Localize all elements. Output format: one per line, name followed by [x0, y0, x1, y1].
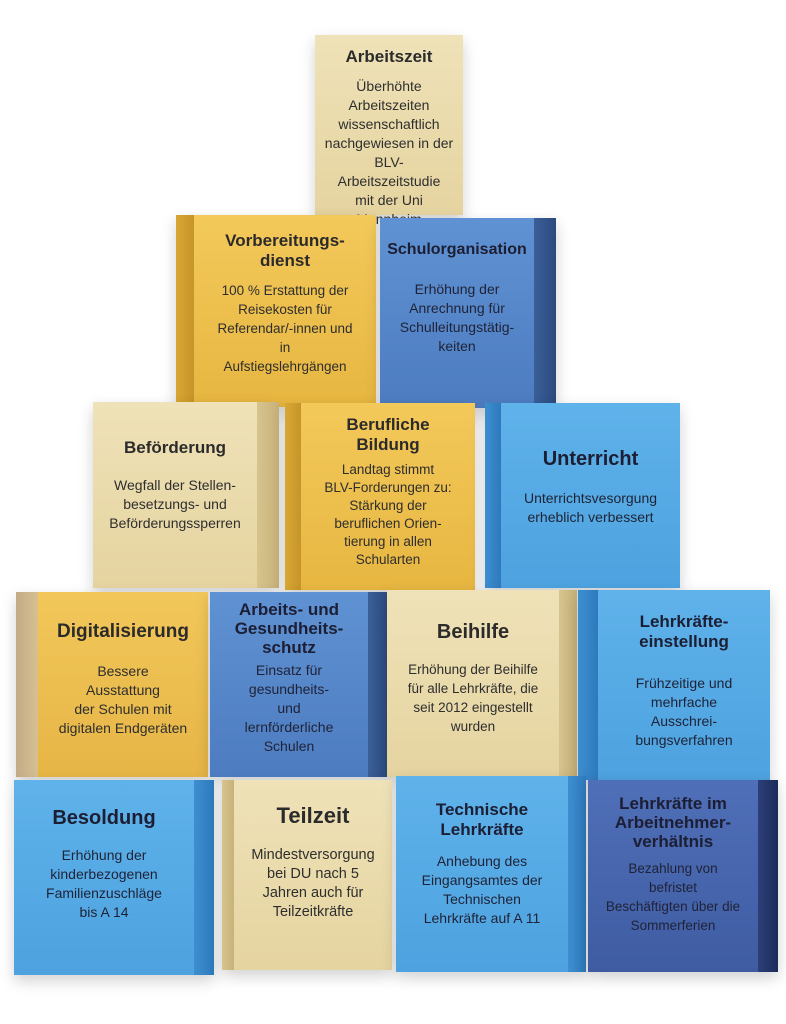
- block-arbeitsschutz: Arbeits- und Gesundheits- schutz Einsatz…: [210, 592, 390, 777]
- block-berufliche-bildung: Berufliche Bildung Landtag stimmt BLV-Fo…: [285, 403, 475, 590]
- block-title: Arbeitszeit: [345, 47, 433, 66]
- block-text: Erhöhung der kinderbezogenen Familienzus…: [46, 847, 162, 920]
- block-face: Berufliche Bildung Landtag stimmt BLV-Fo…: [301, 403, 475, 590]
- block-face: Unterricht Unterrichtsvesorgung erheblic…: [501, 403, 680, 588]
- block-face: Beförderung Wegfall der Stellen- besetzu…: [93, 402, 257, 588]
- block-side: [758, 780, 778, 972]
- block-title: Berufliche Bildung: [346, 415, 430, 454]
- block-face: Technische Lehrkräfte Anhebung des Einga…: [396, 776, 568, 972]
- block-face: Teilzeit Mindestversorgung bei DU nach 5…: [234, 780, 392, 970]
- block-lehrkraefteeinstellung: Lehrkräfte- einstellung Frühzeitige und …: [578, 590, 770, 780]
- block-title: Schulorganisation: [387, 241, 527, 258]
- block-digitalisierung: Digitalisierung Bessere Ausstattung der …: [16, 592, 208, 777]
- block-lehrkraefte-arbeitnehmer: Lehrkräfte im Arbeitnehmer- verhältnis B…: [588, 780, 778, 972]
- block-arbeitszeit: Arbeitszeit Überhöhte Arbeitszeiten wiss…: [315, 35, 463, 227]
- block-side: [534, 218, 556, 408]
- block-side: [559, 590, 577, 777]
- block-face: Lehrkräfte- einstellung Frühzeitige und …: [598, 590, 770, 780]
- block-face: Beihilfe Erhöhung der Beihilfe für alle …: [387, 590, 559, 777]
- block-title: Lehrkräfte- einstellung: [639, 612, 729, 651]
- block-text: Wegfall der Stellen- besetzungs- und Bef…: [109, 477, 241, 531]
- block-face: Digitalisierung Bessere Ausstattung der …: [38, 592, 208, 777]
- block-side: [257, 402, 279, 588]
- block-side: [222, 780, 234, 970]
- block-text: Anhebung des Eingangsamtes der Technisch…: [421, 853, 543, 926]
- block-unterricht: Unterricht Unterrichtsvesorgung erheblic…: [485, 403, 680, 588]
- block-face: Schulorganisation Erhöhung der Anrechnun…: [380, 218, 534, 408]
- block-technische-lehrkraefte: Technische Lehrkräfte Anhebung des Einga…: [396, 776, 586, 972]
- block-side: [568, 776, 586, 972]
- block-side: [176, 215, 194, 407]
- block-vorbereitungsdienst: Vorbereitungs- dienst 100 % Erstattung d…: [176, 215, 376, 407]
- block-text: Frühzeitige und mehrfache Ausschrei- bun…: [635, 675, 733, 748]
- block-title: Beförderung: [124, 438, 226, 457]
- block-side: [485, 403, 501, 588]
- block-title: Technische Lehrkräfte: [435, 800, 529, 839]
- block-text: Erhöhung der Beihilfe für alle Lehrkräft…: [407, 662, 539, 734]
- block-title: Arbeits- und Gesundheits- schutz: [234, 600, 344, 657]
- block-title: Teilzeit: [276, 803, 350, 828]
- block-side: [368, 592, 390, 777]
- block-side: [194, 780, 214, 975]
- block-side: [578, 590, 598, 780]
- block-schulorganisation: Schulorganisation Erhöhung der Anrechnun…: [380, 218, 556, 408]
- block-text: 100 % Erstattung der Reisekosten für Ref…: [217, 283, 353, 374]
- block-face: Vorbereitungs- dienst 100 % Erstattung d…: [194, 215, 376, 407]
- block-text: Erhöhung der Anrechnung für Schulleitung…: [399, 281, 515, 354]
- block-title: Lehrkräfte im Arbeitnehmer- verhältnis: [614, 794, 732, 851]
- block-beihilfe: Beihilfe Erhöhung der Beihilfe für alle …: [387, 590, 577, 777]
- block-teilzeit: Teilzeit Mindestversorgung bei DU nach 5…: [222, 780, 392, 970]
- block-text: Bezahlung von befristet Beschäftigten üb…: [605, 861, 741, 933]
- block-title: Beihilfe: [436, 621, 510, 643]
- block-befoerderung: Beförderung Wegfall der Stellen- besetzu…: [93, 402, 279, 588]
- block-text: Mindestversorgung bei DU nach 5 Jahren a…: [251, 847, 375, 920]
- block-text: Unterrichtsvesorgung erheblich verbesser…: [523, 490, 658, 525]
- block-text: Landtag stimmt BLV-Forderungen zu: Stärk…: [324, 462, 452, 567]
- block-title: Digitalisierung: [57, 621, 189, 642]
- block-face: Lehrkräfte im Arbeitnehmer- verhältnis B…: [588, 780, 758, 972]
- block-title: Unterricht: [542, 448, 639, 470]
- block-face: Arbeits- und Gesundheits- schutz Einsatz…: [210, 592, 368, 777]
- block-besoldung: Besoldung Erhöhung der kinderbezogenen F…: [14, 780, 214, 975]
- block-face: Besoldung Erhöhung der kinderbezogenen F…: [14, 780, 194, 975]
- block-title: Vorbereitungs- dienst: [225, 231, 345, 270]
- block-text: Überhöhte Arbeitszeiten wissenschaftlich…: [324, 78, 454, 227]
- block-face: Arbeitszeit Überhöhte Arbeitszeiten wiss…: [315, 35, 463, 227]
- block-side: [285, 403, 301, 590]
- block-text: Einsatz für gesundheits- und lernförderl…: [244, 662, 334, 754]
- block-text: Bessere Ausstattung der Schulen mit digi…: [58, 663, 188, 736]
- block-title: Besoldung: [52, 807, 156, 829]
- block-side: [16, 592, 38, 777]
